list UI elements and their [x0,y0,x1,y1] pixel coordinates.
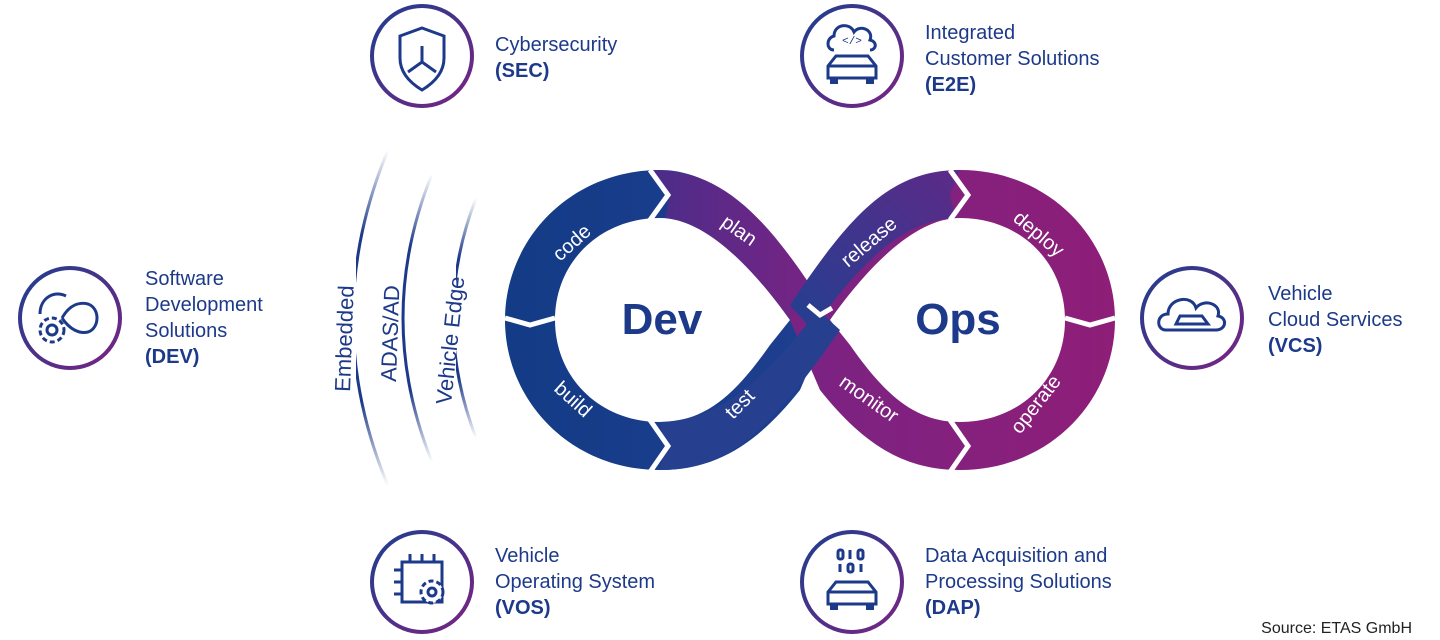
vcs-abbr: (VCS) [1268,335,1323,357]
infinity-loop: code plan build test release deploy moni… [504,168,1116,474]
dev-label: Dev [622,295,703,344]
arc-labels: Embedded ADAS/AD Vehicle Edge [326,240,469,406]
e2e-label: Integrated Customer Solutions (E2E) [925,20,1100,98]
chip-gear-icon [370,530,474,634]
dap-abbr: (DAP) [925,597,981,619]
cloud-car-icon [1140,266,1244,370]
vos-abbr: (VOS) [495,597,551,619]
dap-title-line1: Data Acquisition and [925,545,1108,567]
dev-title-line3: Solutions [145,320,228,342]
release-segment [790,170,960,330]
e2e-title-line1: Integrated [925,22,1016,44]
separator-release-deploy [947,168,972,222]
separator-center [806,303,834,319]
e2e-title-line2: Customer Solutions [925,48,1100,70]
separator-deploy-operate [1064,315,1116,328]
separator-build-test [647,418,672,474]
separator-code-plan [647,168,672,222]
vcs-title-line1: Vehicle [1268,283,1333,305]
dev-title-line1: Software [145,268,224,290]
icon-circles: </> [18,4,1244,634]
arc-label-embedded: Embedded [330,285,359,392]
separator-monitor-operate [947,418,972,474]
sec-label: Cybersecurity (SEC) [495,32,617,84]
e2e-abbr: (E2E) [925,74,977,96]
dap-title-line2: Processing Solutions [925,571,1112,593]
plan-segment [650,169,820,320]
sec-title: Cybersecurity [495,34,618,56]
shield-icon [370,4,474,108]
adas-arc [401,173,434,463]
vos-title-line2: Operating System [495,571,656,593]
test-segment [660,310,840,470]
dev-abbr: (DEV) [145,346,200,368]
dap-label: Data Acquisition and Processing Solution… [925,543,1112,621]
vcs-title-line2: Cloud Services [1268,309,1403,331]
arc-label-adas: ADAS/AD [376,285,404,382]
dev-title-line2: Development [145,294,263,316]
vos-label: Vehicle Operating System (VOS) [495,543,655,621]
cloud-code-car-icon: </> [800,4,904,108]
vcs-label: Vehicle Cloud Services (VCS) [1268,281,1403,359]
svg-text:</>: </> [842,36,862,48]
binary-car-icon [800,530,904,634]
sec-abbr: (SEC) [495,60,550,82]
ops-label: Ops [915,295,1001,344]
separator-code-build [504,315,556,328]
vos-title-line1: Vehicle [495,545,560,567]
dev-item-label: Software Development Solutions (DEV) [145,266,263,370]
infinity-gear-icon [18,266,122,370]
source-credit: Source: ETAS GmbH [1261,620,1412,637]
